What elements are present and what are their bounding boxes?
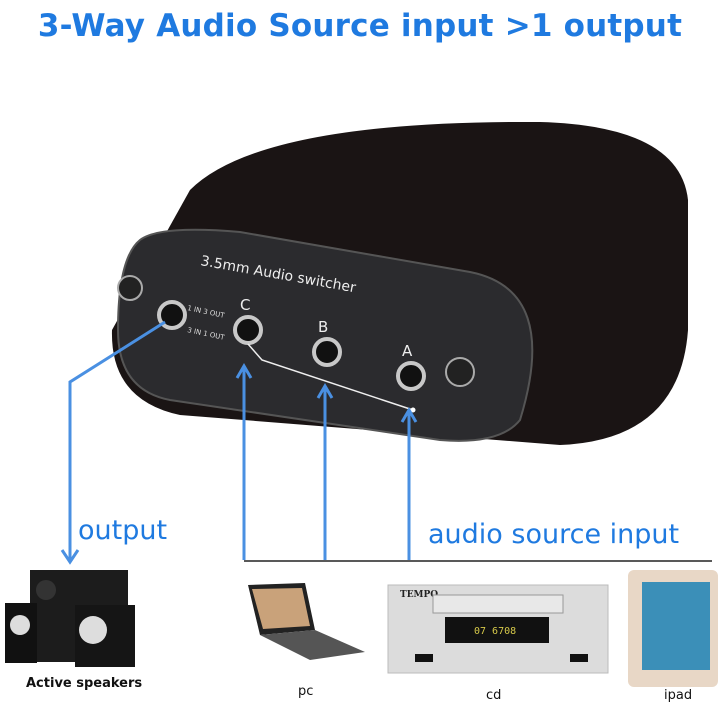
laptop-image xyxy=(248,583,365,660)
caption-speakers: Active speakers xyxy=(26,676,143,691)
caption-cd: cd xyxy=(486,688,502,703)
svg-text:A: A xyxy=(402,342,413,360)
svg-text:C: C xyxy=(240,296,250,314)
speakers-image xyxy=(5,570,135,667)
caption-pc: pc xyxy=(298,684,314,699)
svg-text:07 6708: 07 6708 xyxy=(474,626,516,637)
ipad-image xyxy=(628,570,718,687)
page-title: 3-Way Audio Source input >1 output xyxy=(37,8,683,44)
input-label: audio source input xyxy=(428,519,680,550)
svg-text:B: B xyxy=(318,318,328,336)
audio-switcher-device: 3.5mm Audio switcher 1 IN 3 OUT 3 IN 1 O… xyxy=(111,121,688,445)
caption-ipad: ipad xyxy=(664,688,693,703)
output-label: output xyxy=(78,515,168,546)
svg-text:TEMPO: TEMPO xyxy=(400,590,438,600)
cd-player-image: TEMPO 07 6708 xyxy=(387,584,609,674)
